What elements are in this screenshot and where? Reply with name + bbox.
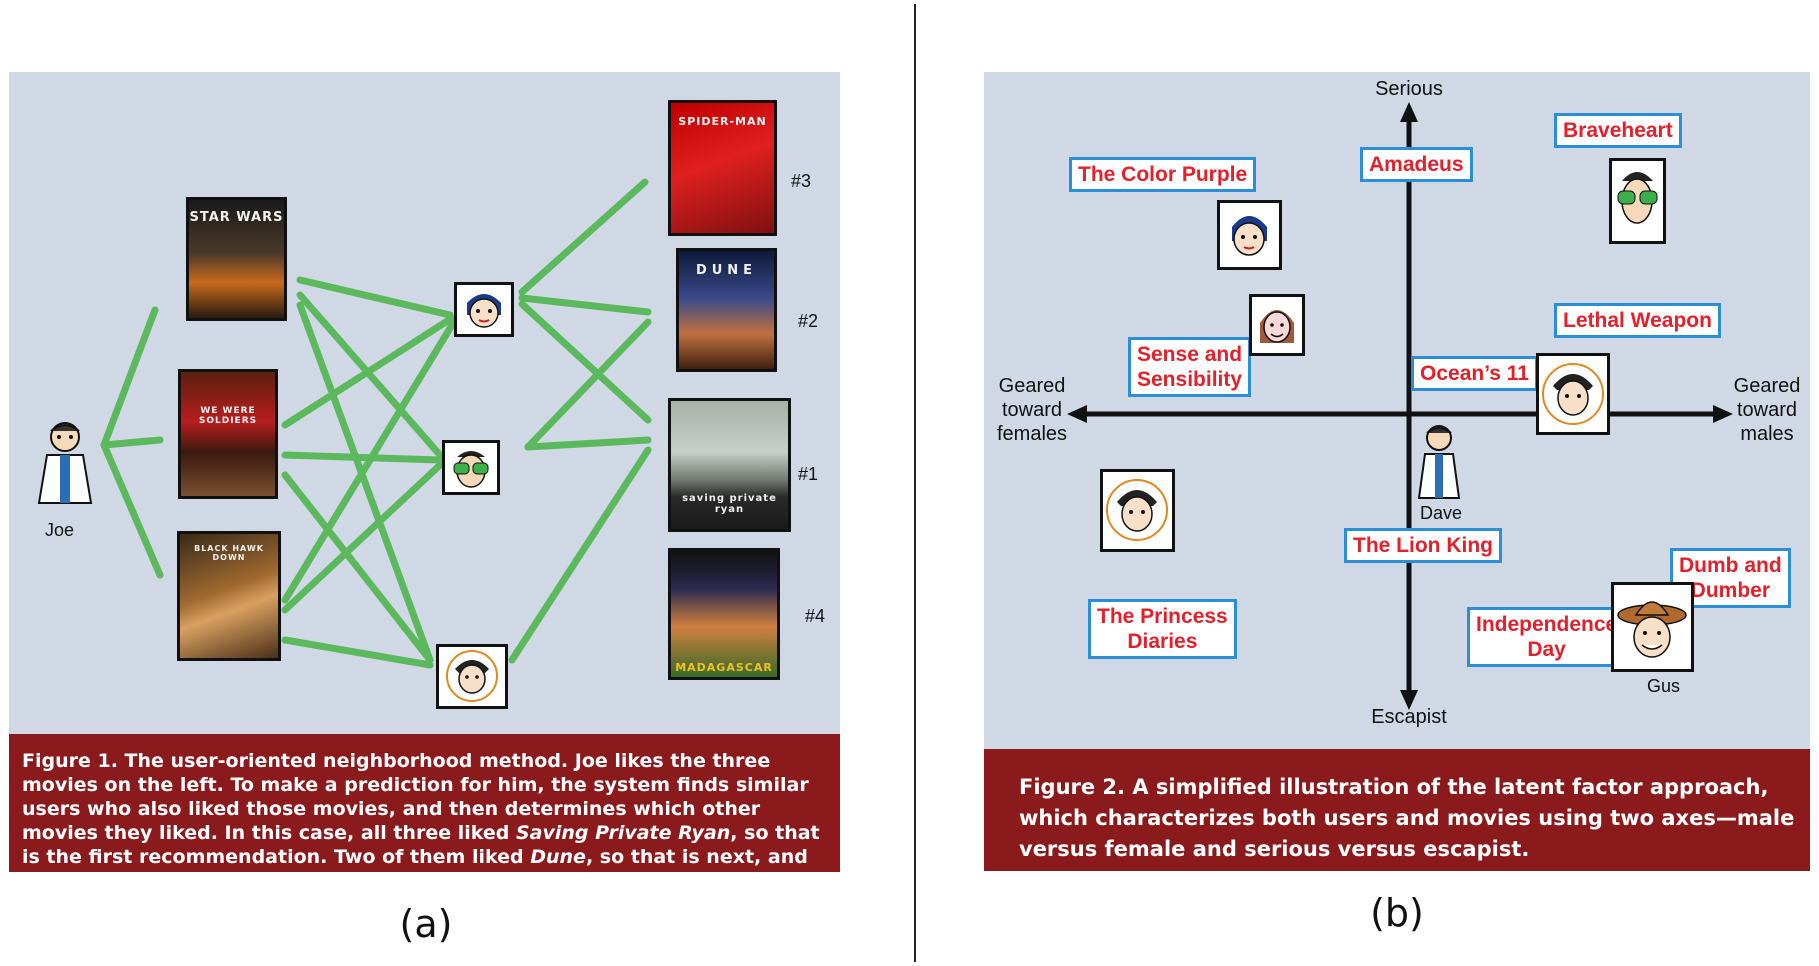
poster-title-we-were-soldiers: WE WERE SOLDIERS [198, 406, 258, 426]
figure-1-emphasis-dune: Dune [530, 846, 586, 868]
movie-poster-madagascar: MADAGASCAR [668, 548, 780, 680]
movie-sense-line1: Sense and [1137, 343, 1243, 366]
joe-avatar [25, 415, 105, 505]
movie-poster-star-wars: STAR WARS [186, 197, 287, 321]
poster-title-dune: DUNE [695, 263, 758, 278]
poster-title-madagascar: MADAGASCAR [675, 661, 773, 674]
movie-poster-dune: DUNE [676, 248, 777, 372]
movie-the-princess-diaries: The Princess Diaries [1088, 599, 1237, 659]
axis-label-males: Geared toward males [1733, 375, 1801, 445]
poster-title-spider-man: SPIDER-MAN [678, 115, 767, 128]
figure-1-label: Figure 1. [22, 750, 118, 772]
rank-label-2: #2 [798, 311, 819, 331]
axis-label-serious: Serious [1375, 78, 1443, 100]
panel-a-sublabel: (a) [399, 902, 453, 946]
user-avatar-gus [1611, 582, 1694, 672]
user-avatar-girl [454, 282, 514, 337]
user-avatar-boy-b-left [1100, 469, 1175, 552]
movie-oceans-11: Ocean’s 11 [1411, 356, 1538, 391]
movie-lethal-weapon: Lethal Weapon [1554, 303, 1721, 338]
figure-1-text-part3: , so that is next, and so on. [22, 846, 808, 892]
movie-dumb-line1: Dumb and [1679, 554, 1782, 577]
figure-1-text-part1: The user-oriented neighborhood method. J… [22, 750, 809, 844]
axis-label-escapist: Escapist [1371, 706, 1447, 728]
rank-label-4: #4 [805, 606, 826, 626]
user-avatar-boy [436, 644, 508, 709]
poster-title-saving-private-ryan: saving private ryan [682, 493, 777, 515]
panel-b-sublabel: (b) [1370, 891, 1424, 935]
movie-poster-we-were-soldiers: WE WERE SOLDIERS [178, 369, 278, 499]
panel-divider [914, 4, 916, 962]
dave-label: Dave [1420, 503, 1463, 523]
movie-amadeus: Amadeus [1360, 147, 1473, 182]
user-avatar-boy-b-right [1536, 353, 1610, 435]
figure-2-caption: Figure 2. A simplified illustration of t… [984, 749, 1810, 871]
user-avatar-girl-b [1217, 200, 1282, 270]
movie-poster-saving-private-ryan: saving private ryan [668, 398, 791, 532]
movie-sense-and-sensibility: Sense and Sensibility [1128, 337, 1252, 397]
movie-braveheart: Braveheart [1554, 113, 1682, 148]
panel-b-axes [1067, 102, 1733, 710]
axis-label-females: Geared toward females [997, 375, 1068, 445]
user-avatar-glasses-b [1609, 158, 1666, 244]
rank-label-3: #3 [791, 171, 812, 191]
movie-independence-line2: Day [1527, 638, 1566, 661]
movie-poster-spider-man: SPIDER-MAN [668, 100, 777, 236]
poster-title-star-wars: STAR WARS [189, 210, 284, 225]
movie-dumb-line2: Dumber [1690, 579, 1771, 602]
user-avatar-dave [1413, 420, 1465, 500]
user-avatar-woman-b [1249, 294, 1305, 356]
movie-the-color-purple: The Color Purple [1069, 157, 1257, 192]
gus-label: Gus [1647, 676, 1681, 696]
user-avatar-glasses [442, 440, 500, 495]
figure-2-label: Figure 2. [1019, 775, 1126, 799]
movie-princess-line2: Diaries [1127, 630, 1198, 653]
figure-1-caption: Figure 1. The user-oriented neighborhood… [9, 734, 840, 892]
rank-label-1: #1 [798, 464, 819, 484]
poster-title-black-hawk-down: BLACK HAWK DOWN [194, 544, 264, 562]
movie-princess-line1: The Princess [1097, 605, 1228, 628]
movie-poster-black-hawk-down: BLACK HAWK DOWN [177, 531, 281, 661]
movie-independence-line1: Independence [1476, 613, 1618, 636]
figure-1-emphasis-ryan: Saving Private Ryan [515, 822, 731, 844]
panel-a-edges [100, 178, 652, 669]
joe-label: Joe [45, 520, 75, 540]
figure-2-text: A simplified illustration of the latent … [1019, 775, 1795, 861]
movie-independence-day: Independence Day [1467, 607, 1627, 667]
figure-1-text-part2: , so that is the first recommendation. T… [22, 822, 820, 868]
movie-the-lion-king: The Lion King [1344, 528, 1502, 563]
movie-sense-line2: Sensibility [1137, 368, 1243, 391]
